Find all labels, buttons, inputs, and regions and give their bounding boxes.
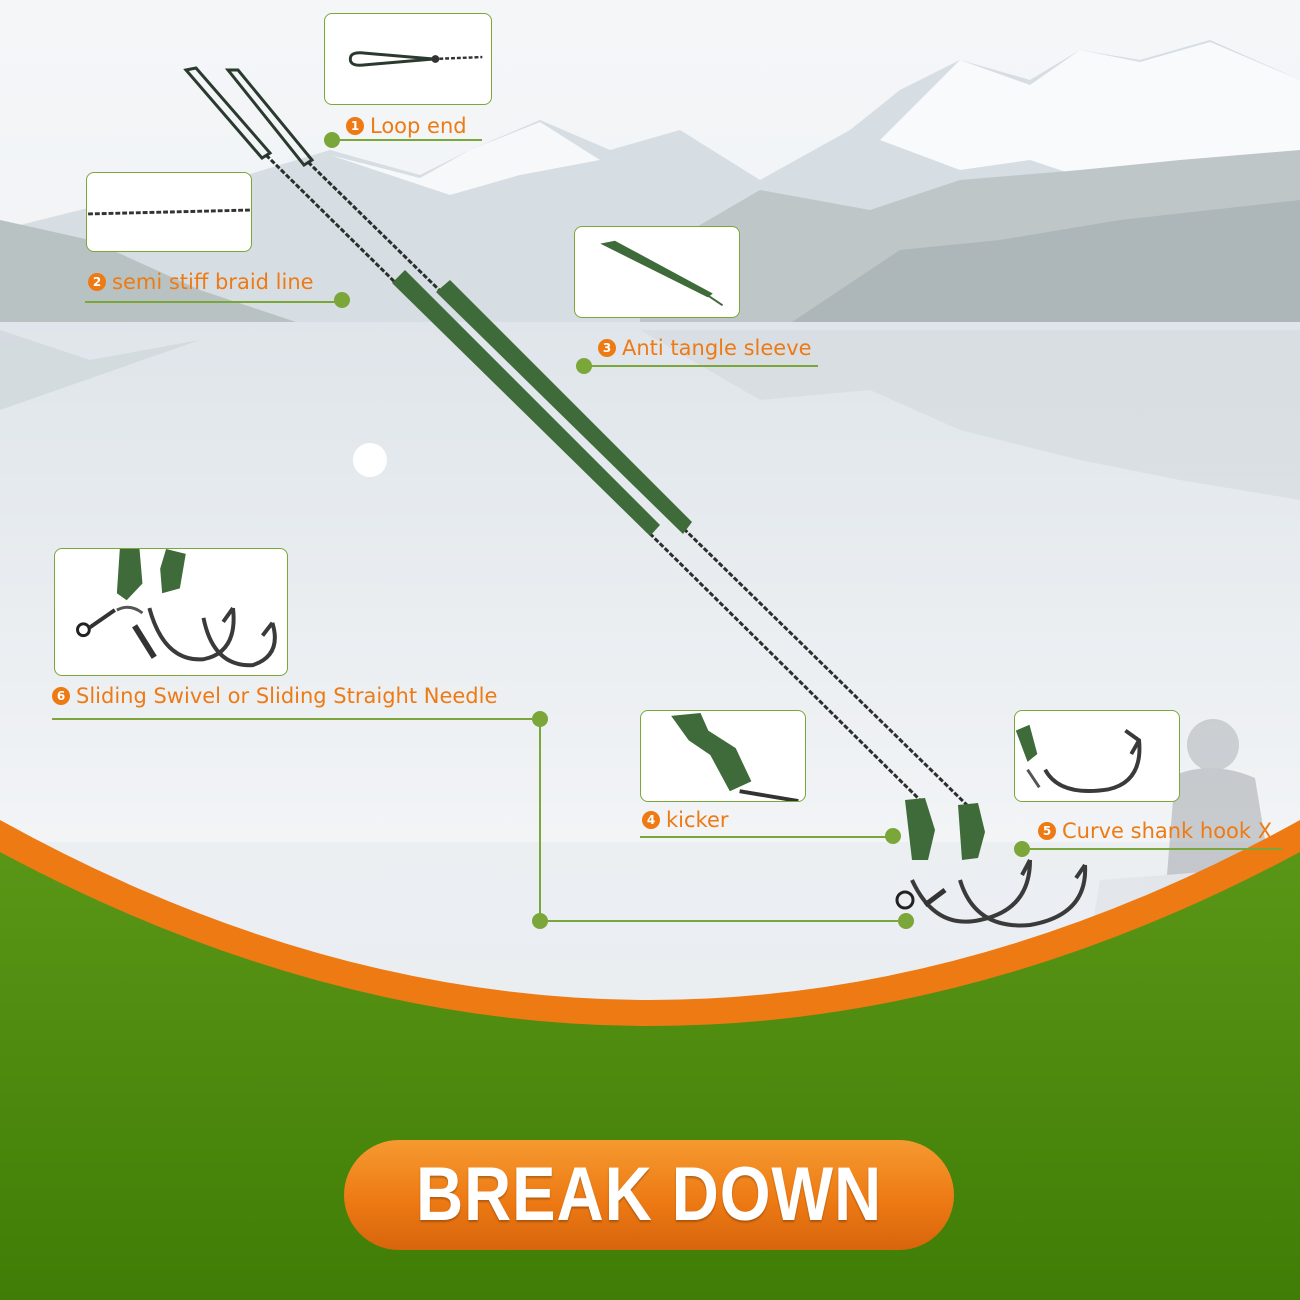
- label-text: Curve shank hook X: [1062, 819, 1273, 843]
- label-text: Anti tangle sleeve: [622, 336, 812, 360]
- rig-right: [224, 68, 1088, 928]
- label-kicker: 4 kicker: [642, 808, 729, 832]
- number-badge: 3: [598, 339, 616, 357]
- banner-text: BREAK DOWN: [415, 1152, 883, 1237]
- label-swivel: 6 Sliding Swivel or Sliding Straight Nee…: [52, 684, 497, 708]
- label-hook: 5 Curve shank hook X: [1038, 819, 1272, 843]
- dot-icon: [334, 292, 350, 308]
- number-badge: 6: [52, 687, 70, 705]
- loop-icon: [348, 51, 483, 67]
- dot-icon: [324, 132, 340, 148]
- label-text: semi stiff braid line: [112, 270, 314, 294]
- inset-kicker: [640, 710, 806, 802]
- swivel-icon: [76, 549, 277, 668]
- inset-loop: [324, 13, 492, 105]
- dot-icon: [1014, 841, 1030, 857]
- number-badge: 1: [346, 117, 364, 135]
- label-text: Sliding Swivel or Sliding Straight Needl…: [76, 684, 498, 708]
- inset-braid: [86, 172, 252, 252]
- inset-swivel: [54, 548, 288, 676]
- hook-icon: [1015, 724, 1142, 793]
- braid-icon: [88, 208, 250, 216]
- dot-icon: [885, 828, 901, 844]
- dot-icon: [532, 711, 548, 727]
- dot-icon: [898, 913, 914, 929]
- label-braid-line: 2 semi stiff braid line: [88, 270, 314, 294]
- label-text: Loop end: [370, 114, 467, 138]
- dot-icon: [532, 913, 548, 929]
- dot-icon: [576, 358, 592, 374]
- inset-hook: [1014, 710, 1180, 802]
- number-badge: 4: [642, 811, 660, 829]
- leader-dots: [324, 132, 1030, 929]
- label-loop-end: 1 Loop end: [346, 114, 467, 138]
- rig-left: [183, 66, 1032, 924]
- sleeve-icon: [600, 240, 724, 307]
- inset-sleeve: [574, 226, 740, 318]
- break-down-banner: BREAK DOWN: [344, 1140, 954, 1250]
- label-text: kicker: [666, 808, 729, 832]
- number-badge: 2: [88, 273, 106, 291]
- kicker-icon: [671, 712, 799, 801]
- label-anti-tangle: 3 Anti tangle sleeve: [598, 336, 812, 360]
- leader-lines: [52, 139, 1282, 922]
- number-badge: 5: [1038, 822, 1056, 840]
